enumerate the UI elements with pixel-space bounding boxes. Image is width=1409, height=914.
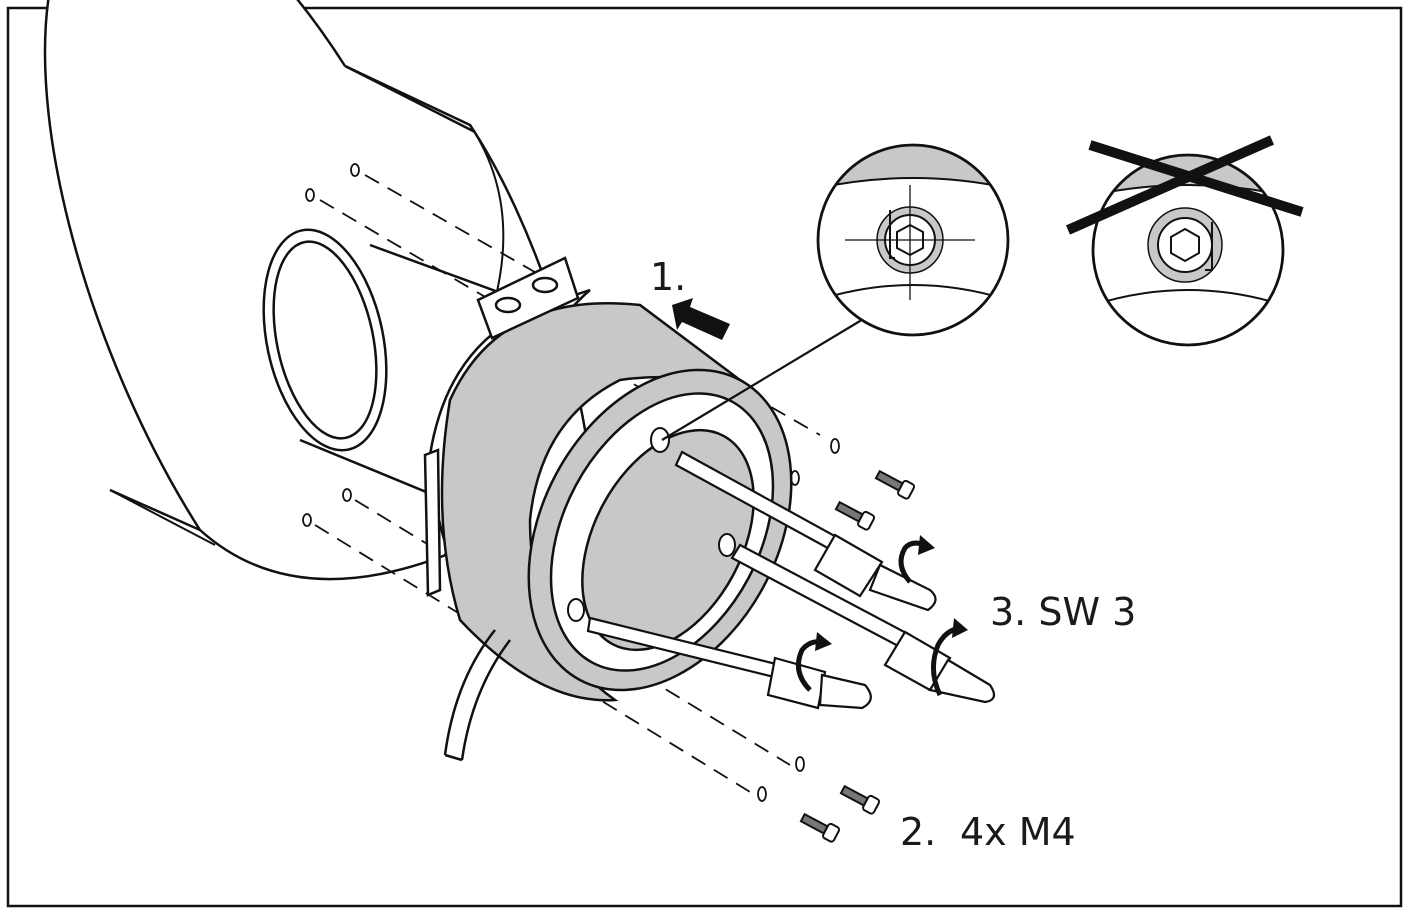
step-2-label: 2.: [900, 810, 936, 854]
screwdriver-middle: [730, 543, 996, 704]
encoder-cable: [443, 629, 511, 762]
screws: [799, 469, 916, 843]
step-1-label: 1.: [650, 255, 686, 299]
screwdriver-top: [674, 450, 937, 612]
clamp-holes: [567, 427, 736, 622]
diagram-frame: [6, 6, 1403, 908]
step-3-label: 3. SW 3: [990, 590, 1136, 634]
rotate-arrow-icon: [795, 540, 961, 697]
detail-correct: [816, 143, 1010, 337]
arrow-left-icon: [672, 298, 730, 340]
cross-out-icon: [1065, 135, 1304, 235]
detail-wrong: [1091, 153, 1285, 347]
flange-holes: [302, 163, 840, 802]
step-2-spec-label: 4x M4: [960, 810, 1076, 854]
rotate-arrow-heads: [815, 535, 968, 651]
screwdriver-bottom: [586, 616, 872, 710]
encoder-body: [423, 256, 793, 702]
